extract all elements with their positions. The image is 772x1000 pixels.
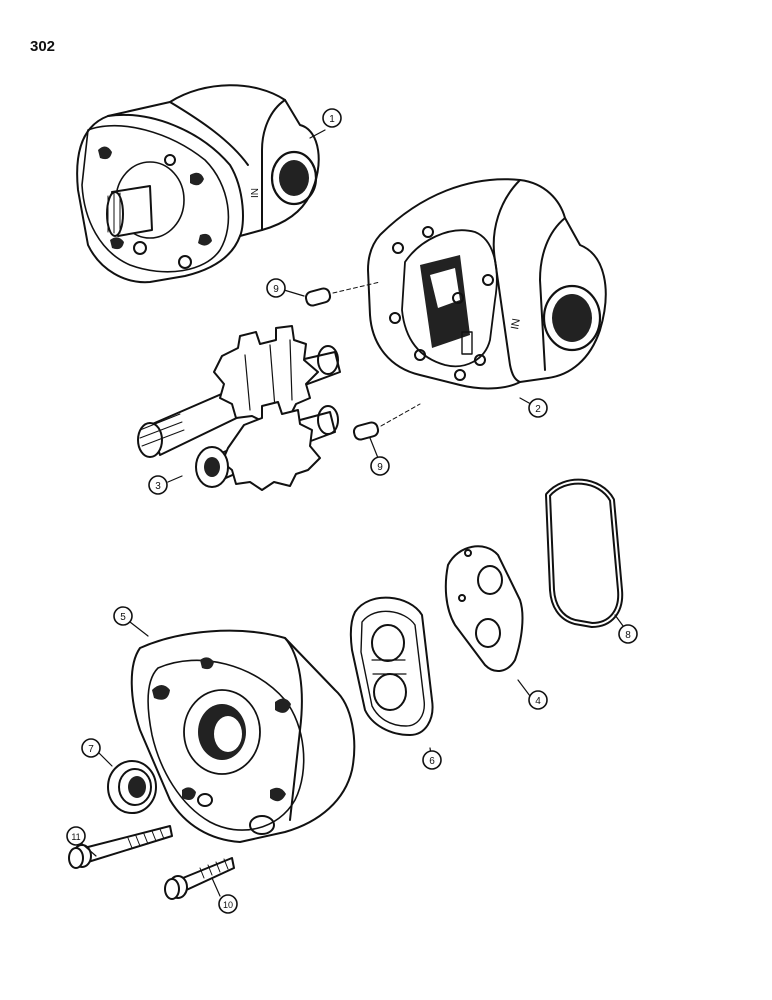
- cover: [130, 629, 356, 843]
- svg-text:2: 2: [535, 404, 541, 415]
- callout-3: 3: [148, 475, 168, 495]
- callout-9-upper: 9: [266, 278, 286, 298]
- svg-text:4: 4: [535, 696, 541, 707]
- callout-6: 6: [422, 750, 442, 770]
- long-bolt: [68, 825, 173, 869]
- callout-7: 7: [81, 738, 101, 758]
- shaft-seal: [107, 760, 157, 814]
- svg-text:9: 9: [273, 284, 279, 295]
- callout-11: 11: [66, 826, 86, 846]
- pump-housing-assembly: IN: [76, 84, 320, 284]
- svg-text:3: 3: [155, 481, 161, 492]
- callout-1: 1: [322, 108, 342, 128]
- o-ring: [545, 478, 624, 628]
- gear-set: [137, 325, 341, 491]
- page-number: 302: [30, 38, 56, 55]
- callout-markers: 1 2 3 4 5 6 7 8 9 9 10 11: [66, 108, 638, 914]
- svg-text:7: 7: [88, 744, 94, 755]
- pump-body: IN: [367, 178, 607, 390]
- callout-8: 8: [618, 624, 638, 644]
- gasket-seal: [349, 596, 434, 736]
- body-inlet-mark: IN: [509, 318, 523, 331]
- svg-text:1: 1: [329, 114, 335, 125]
- callout-9-lower: 9: [370, 456, 390, 476]
- short-bolt: [164, 857, 235, 900]
- callout-4: 4: [528, 690, 548, 710]
- svg-text:6: 6: [429, 756, 435, 767]
- svg-text:10: 10: [223, 900, 233, 910]
- callout-10: 10: [218, 894, 238, 914]
- housing-inlet-mark: IN: [250, 188, 261, 198]
- callout-2: 2: [528, 398, 548, 418]
- svg-text:5: 5: [120, 612, 126, 623]
- svg-text:8: 8: [625, 630, 631, 641]
- svg-text:11: 11: [71, 832, 80, 842]
- svg-text:9: 9: [377, 462, 383, 473]
- wear-plate: [444, 545, 524, 672]
- callout-5: 5: [113, 606, 133, 626]
- dowel-pin-lower: [352, 403, 421, 441]
- dowel-pin-upper: [304, 281, 381, 307]
